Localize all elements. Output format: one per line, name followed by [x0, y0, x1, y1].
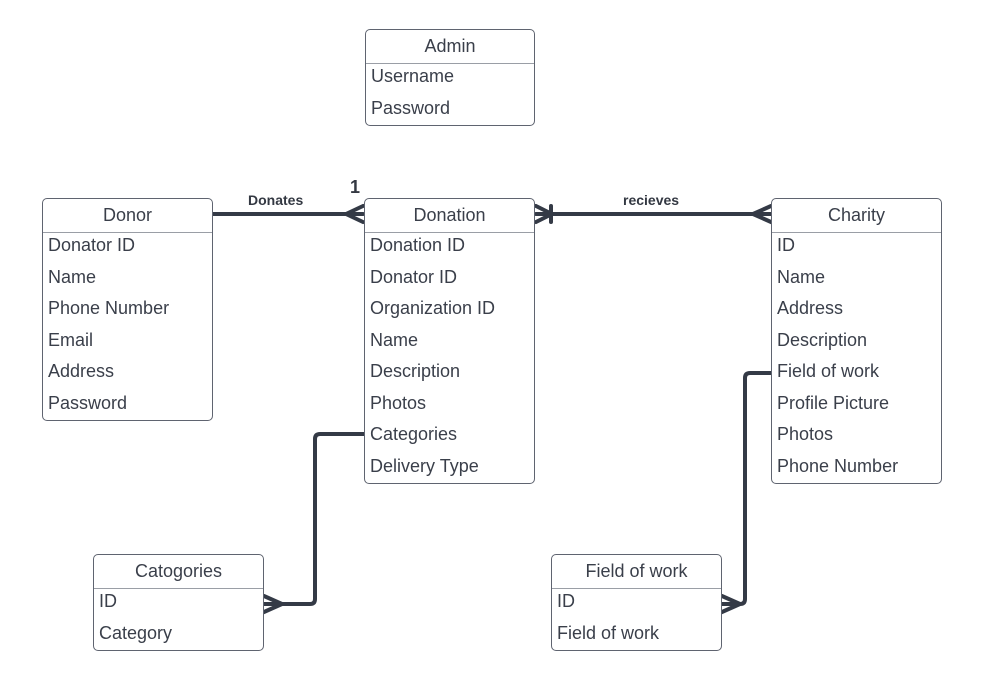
donation-attr: Name — [370, 329, 419, 350]
charity-attr: ID — [777, 235, 795, 255]
entity-field-of-work-title: Field of work — [552, 555, 721, 589]
donor-attr: Phone Number — [48, 298, 170, 318]
field-of-work-attr: Field of work — [557, 622, 660, 643]
donor-attr: Email — [48, 329, 94, 350]
charity-attr: Description — [777, 329, 868, 350]
categories-line — [262, 432, 366, 606]
field-of-work-crowfoot — [720, 594, 742, 614]
donates-cardinality: 1 — [350, 177, 361, 197]
catogories-attr: Category — [99, 622, 173, 643]
field-of-work-attr: ID — [557, 591, 575, 611]
entity-catogories: Catogories ID Category — [93, 554, 264, 651]
donation-attr: Donator ID — [370, 266, 458, 287]
donor-attr: Name — [48, 266, 97, 287]
donation-attr: Donation ID — [370, 235, 466, 255]
donor-attr: Password — [48, 392, 128, 413]
donation-attr: Photos — [370, 392, 427, 413]
entity-donation: Donation Donation ID Donator ID Organiza… — [364, 198, 535, 484]
charity-attr: Phone Number — [777, 455, 899, 476]
entity-admin-title: Admin — [366, 30, 534, 64]
entity-field-of-work: Field of work ID Field of work — [551, 554, 722, 651]
charity-attr: Field of work — [777, 361, 880, 381]
admin-attr: Password — [371, 97, 451, 118]
entity-donation-title: Donation — [365, 199, 534, 233]
entity-charity-title: Charity — [772, 199, 941, 233]
donates-crowfoot — [344, 204, 365, 224]
entity-catogories-title: Catogories — [94, 555, 263, 589]
charity-attr: Name — [777, 266, 826, 287]
categories-crowfoot — [262, 594, 284, 614]
donor-attr: Address — [48, 361, 115, 381]
donation-attr: Organization ID — [370, 298, 496, 318]
charity-attr: Profile Picture — [777, 392, 890, 413]
admin-attr: Username — [371, 66, 455, 86]
donates-label: Donates — [248, 192, 304, 208]
recieves-crowfoot — [751, 204, 773, 224]
recieves-start-crowfoot — [534, 204, 554, 224]
entity-donor: Donor Donator ID Name Phone Number Email… — [42, 198, 213, 421]
field-of-work-line — [720, 371, 773, 606]
entity-donor-title: Donor — [43, 199, 212, 233]
donation-attr: Description — [370, 361, 461, 381]
catogories-attr: ID — [99, 591, 117, 611]
recieves-label: recieves — [623, 192, 680, 208]
donor-attr: Donator ID — [48, 235, 136, 255]
charity-attr: Address — [777, 298, 844, 318]
donation-attr: Delivery Type — [370, 455, 479, 476]
entity-charity: Charity ID Name Address Description Fiel… — [771, 198, 942, 484]
donation-attr: Categories — [370, 424, 458, 444]
charity-attr: Photos — [777, 424, 834, 444]
entity-admin: Admin Username Password — [365, 29, 535, 126]
